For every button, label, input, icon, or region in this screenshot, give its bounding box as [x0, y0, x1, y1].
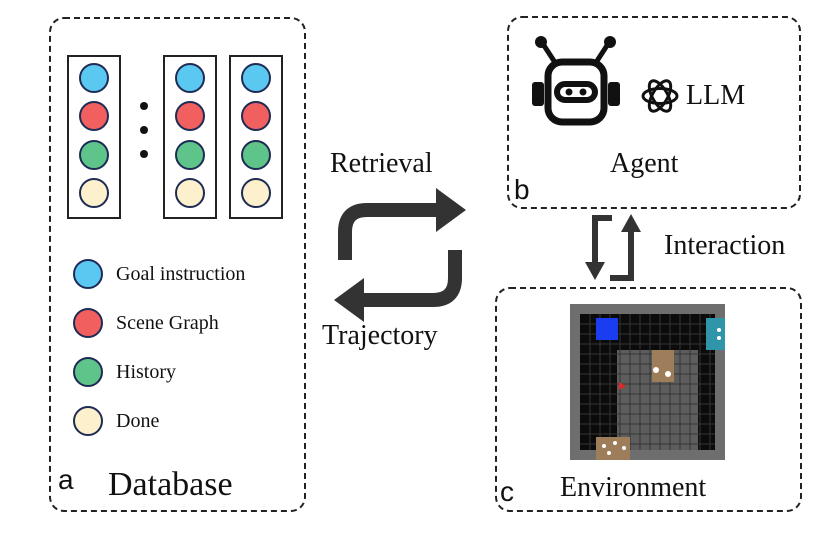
- done-dot: [241, 178, 271, 208]
- interaction-label: Interaction: [664, 230, 786, 261]
- history-dot: [79, 140, 109, 170]
- legend-markers: [73, 259, 103, 436]
- brown-box: [596, 437, 630, 460]
- agent-panel: [507, 16, 801, 209]
- agent-marker: [619, 382, 626, 390]
- trajectory-label: Trajectory: [322, 320, 438, 351]
- record-column-3: [229, 55, 283, 219]
- brown-table: [652, 350, 674, 382]
- teal-door: [706, 318, 725, 350]
- legend-done-marker: [73, 406, 103, 436]
- retrieval-label: Retrieval: [330, 148, 433, 179]
- legend-label-history: History: [116, 361, 176, 383]
- legend-scene-graph-marker: [73, 308, 103, 338]
- environment-title: Environment: [560, 472, 707, 503]
- llm-label: LLM: [686, 80, 746, 111]
- legend-label-done: Done: [116, 410, 160, 432]
- goal-instruction-dot: [79, 63, 109, 93]
- database-title: Database: [108, 466, 233, 503]
- openai-logo-icon: [641, 79, 679, 113]
- retrieval-arrow: [338, 188, 466, 260]
- panel-letter-b: b: [514, 174, 530, 205]
- scene-graph-dot: [241, 101, 271, 131]
- record-column-2: [163, 55, 217, 219]
- legend-goal-instruction-marker: [73, 259, 103, 289]
- goal-instruction-dot: [241, 63, 271, 93]
- done-dot: [175, 178, 205, 208]
- panel-letter-a: a: [58, 464, 74, 495]
- done-dot: [79, 178, 109, 208]
- scene-graph-dot: [175, 101, 205, 131]
- legend-label-scene-graph: Scene Graph: [116, 312, 219, 334]
- history-dot: [175, 140, 205, 170]
- legend-label-goal-instruction: Goal instruction: [116, 263, 246, 285]
- interaction-arrows: [585, 214, 641, 281]
- database-panel: [49, 17, 306, 512]
- agent-title: Agent: [610, 148, 679, 179]
- legend-history-marker: [73, 357, 103, 387]
- scene-graph-dot: [79, 101, 109, 131]
- environment-panel: [495, 287, 802, 512]
- robot-icon: [532, 36, 620, 126]
- history-dot: [241, 140, 271, 170]
- panel-letter-c: c: [500, 476, 514, 507]
- trajectory-arrow: [334, 250, 462, 322]
- goal-instruction-dot: [175, 63, 205, 93]
- gridworld-map: [570, 304, 725, 460]
- blue-object: [596, 318, 618, 340]
- record-column-1: [67, 55, 121, 219]
- ellipsis-dots: [140, 102, 148, 158]
